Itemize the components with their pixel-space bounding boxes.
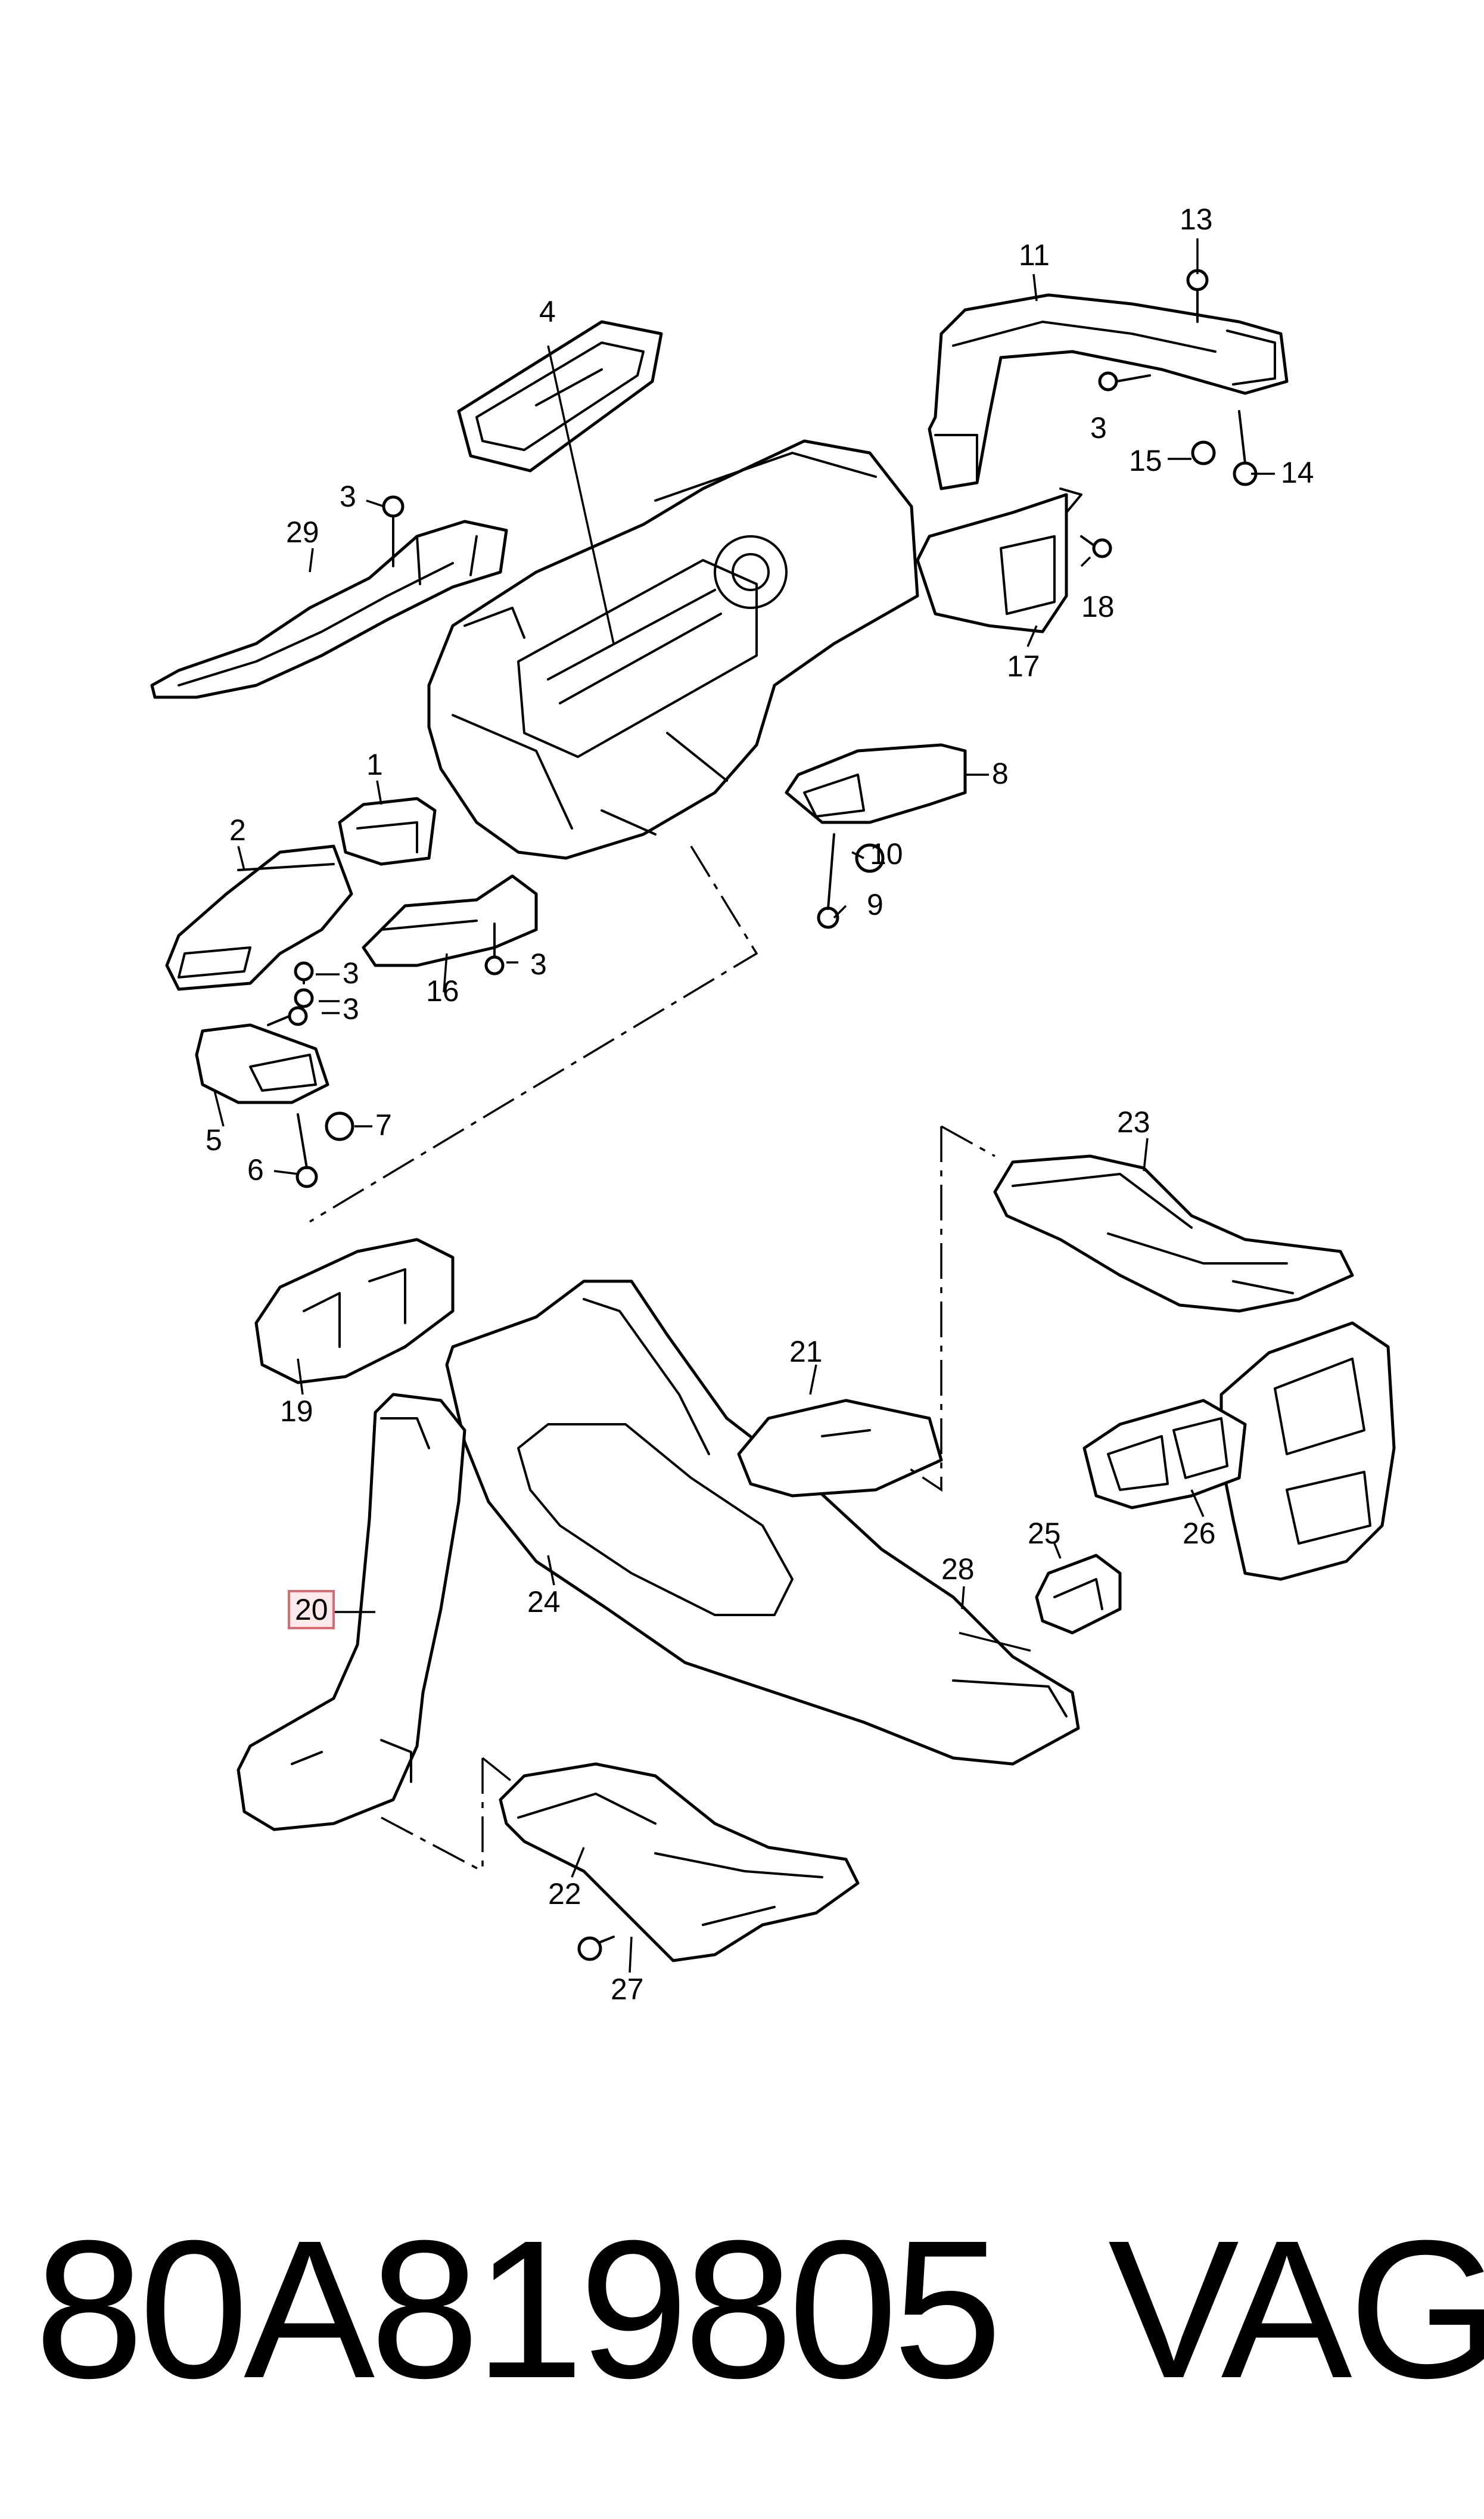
part-20-duct (237, 1393, 466, 1831)
callout-5: 5 (206, 1123, 222, 1157)
part-19-bracket (254, 1238, 455, 1384)
part-22-duct (499, 1762, 860, 1962)
callout-10: 10 (870, 837, 903, 871)
callout-28: 28 (941, 1552, 975, 1586)
part-26-vent-insert (1082, 1399, 1247, 1509)
callout-27: 27 (611, 1973, 644, 2006)
part-29-duct (150, 520, 508, 699)
callout-23: 23 (1117, 1105, 1150, 1139)
callout-3a: 3 (1090, 411, 1107, 445)
callout-29: 29 (286, 515, 319, 549)
callout-19: 19 (280, 1394, 313, 1428)
callout-18: 18 (1081, 590, 1115, 623)
part-5-duct (195, 1023, 329, 1104)
callout-20-highlight (288, 1590, 335, 1629)
callout-3d: 3 (530, 948, 547, 981)
callout-25: 25 (1028, 1517, 1061, 1550)
callout-2: 2 (229, 813, 246, 847)
callout-22: 22 (548, 1877, 581, 1911)
callout-3c: 3 (343, 956, 359, 990)
part-26-vent-panel (1219, 1321, 1396, 1581)
callout-26: 26 (1183, 1517, 1216, 1550)
part-11-duct (928, 293, 1289, 490)
dash-lines (309, 846, 995, 1872)
callout-6: 6 (247, 1153, 264, 1186)
callout-24: 24 (527, 1585, 561, 1619)
part-24-duct (445, 1279, 1080, 1766)
callout-3e: 3 (343, 992, 359, 1026)
brand-name: VAG (1108, 2199, 1484, 2419)
part-1-duct (338, 797, 437, 866)
part-number: 80A819805 (35, 2199, 1002, 2419)
part-2-duct (165, 844, 353, 991)
callout-13: 13 (1180, 203, 1213, 236)
part-25-vent (1035, 1554, 1122, 1635)
part-17-duct (916, 487, 1082, 633)
callout-labels: 4 11 13 3 15 14 3 29 18 17 1 8 2 10 9 3 … (206, 203, 1314, 2006)
callout-20: 20 (295, 1593, 328, 1626)
callout-8: 8 (992, 757, 1009, 790)
part-8-vent (785, 743, 967, 824)
callout-1: 1 (366, 748, 383, 781)
part-23-duct (993, 1154, 1354, 1313)
callout-7: 7 (375, 1108, 392, 1142)
callout-17: 17 (1007, 650, 1040, 683)
part-21-duct (737, 1399, 943, 1498)
callout-4: 4 (539, 295, 556, 328)
callout-16: 16 (426, 974, 459, 1008)
callout-3b: 3 (340, 480, 356, 513)
callout-15: 15 (1129, 444, 1162, 477)
hvac-unit (427, 439, 919, 860)
callout-11: 11 (1019, 238, 1050, 272)
callout-21: 21 (789, 1335, 823, 1368)
callout-9: 9 (867, 888, 883, 921)
part-16-bracket (362, 874, 538, 967)
leader-lines (213, 238, 1275, 1973)
callout-14: 14 (1281, 456, 1314, 489)
